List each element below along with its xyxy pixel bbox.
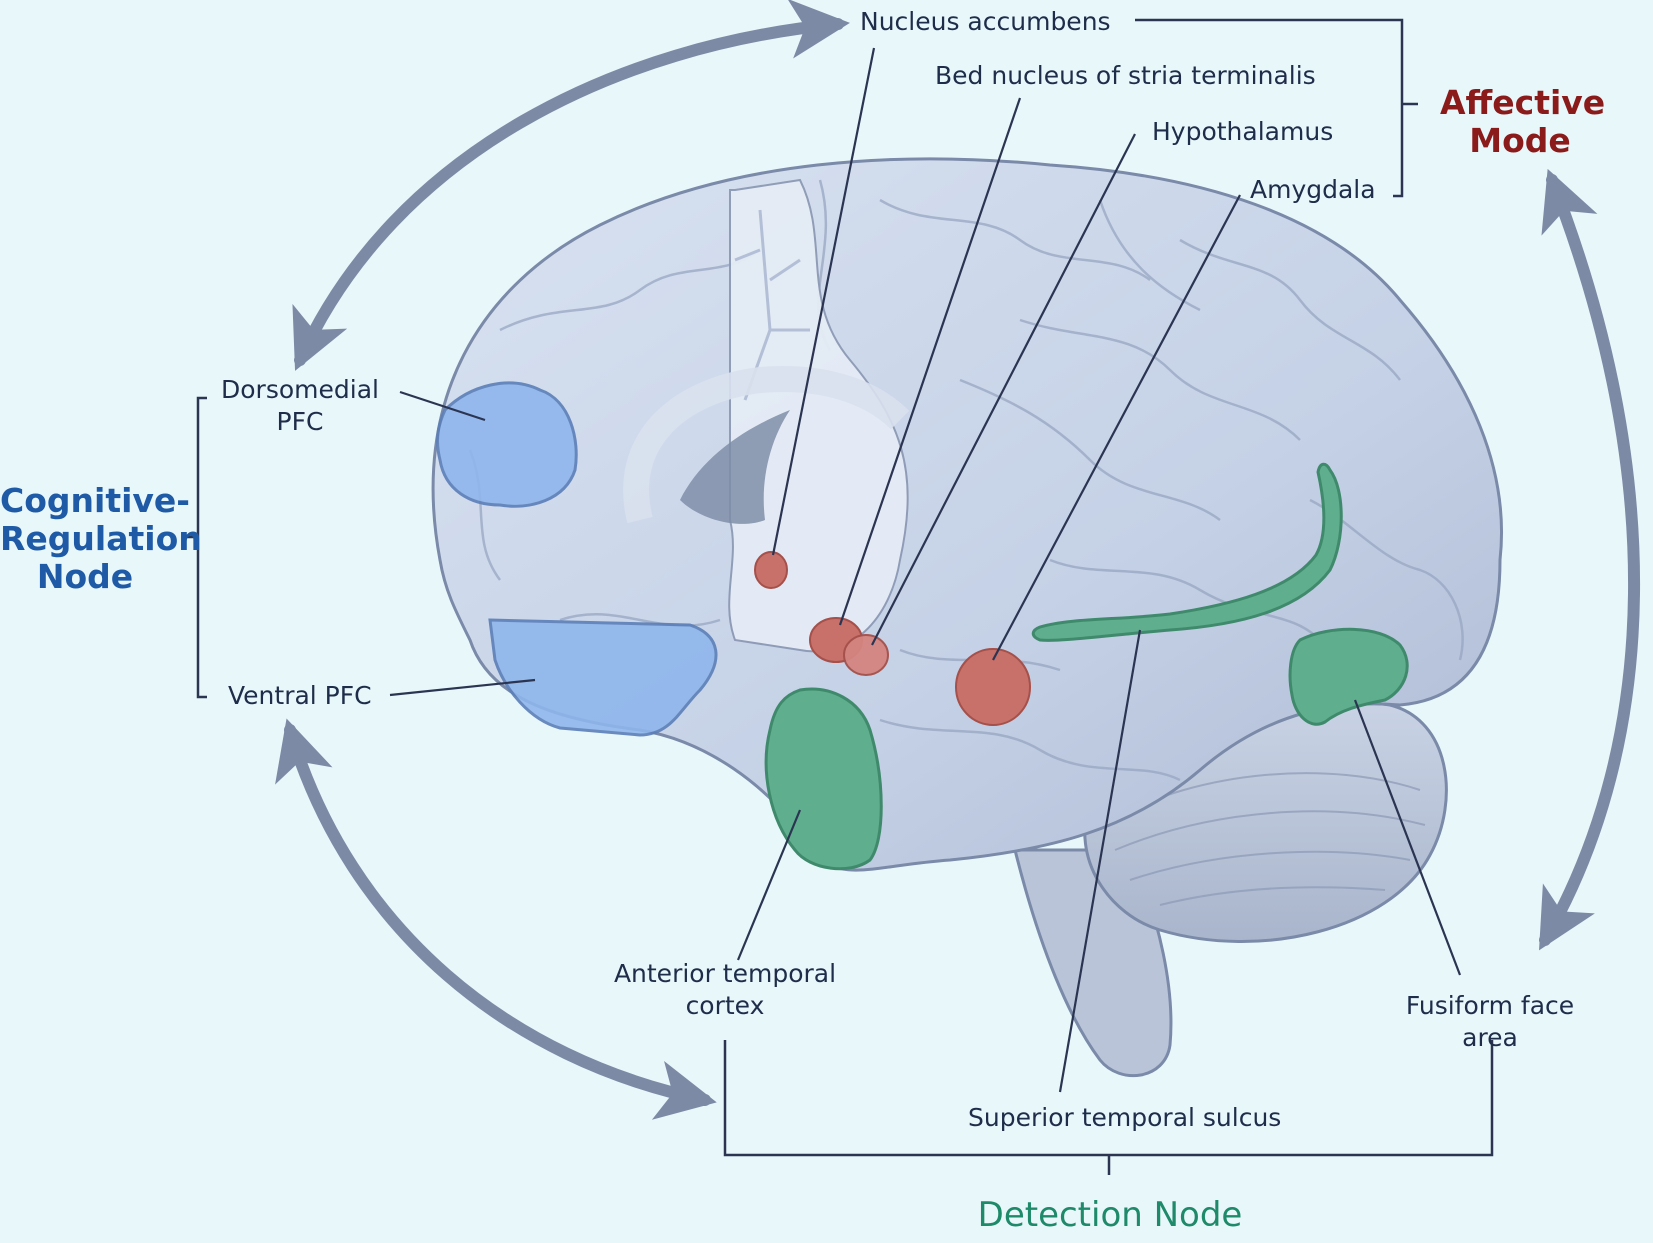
cerebrum [431,157,1504,872]
arrow-cognitive-detection [275,718,717,1120]
ffa-region [1288,627,1409,726]
ventral-pfc-region [488,618,718,737]
arrow-affective-detection [1539,168,1641,951]
label-dorsomedial-pfc: Dorsomedial PFC [221,375,379,436]
affective-bracket [1135,18,1418,198]
leader-lines [389,47,1462,1093]
label-bnst: Bed nucleus of stria terminalis [935,61,1316,90]
medial-cutaway [728,178,909,653]
node-detection: Detection Node [977,1195,1243,1235]
label-anterior-temporal-cortex: Anterior temporal cortex [613,959,837,1020]
label-amygdala: Amygdala [1250,175,1376,204]
label-ventral-pfc: Ventral PFC [228,681,372,710]
lateral-ventricle [680,410,790,524]
corpus-callosum [623,366,910,524]
sts-region [1031,462,1343,642]
label-superior-temporal-sulcus: Superior temporal sulcus [968,1103,1282,1132]
node-cognitive-regulation: Cognitive- Regulation Node [0,481,202,596]
hypothalamus-region [843,634,889,676]
node-affective: Affective Mode [1440,83,1606,160]
label-hypothalamus: Hypothalamus [1152,117,1334,146]
label-fusiform-face-area: Fusiform face area [1405,991,1575,1052]
arrow-affective-cognitive [292,0,850,371]
dorsomedial-pfc-region [436,381,578,508]
detection-bracket [723,1040,1494,1175]
amygdala-region [955,648,1031,726]
cognitive-bracket [184,396,207,699]
label-nucleus-accumbens: Nucleus accumbens [860,7,1111,36]
nucleus-accumbens-region [754,551,788,589]
